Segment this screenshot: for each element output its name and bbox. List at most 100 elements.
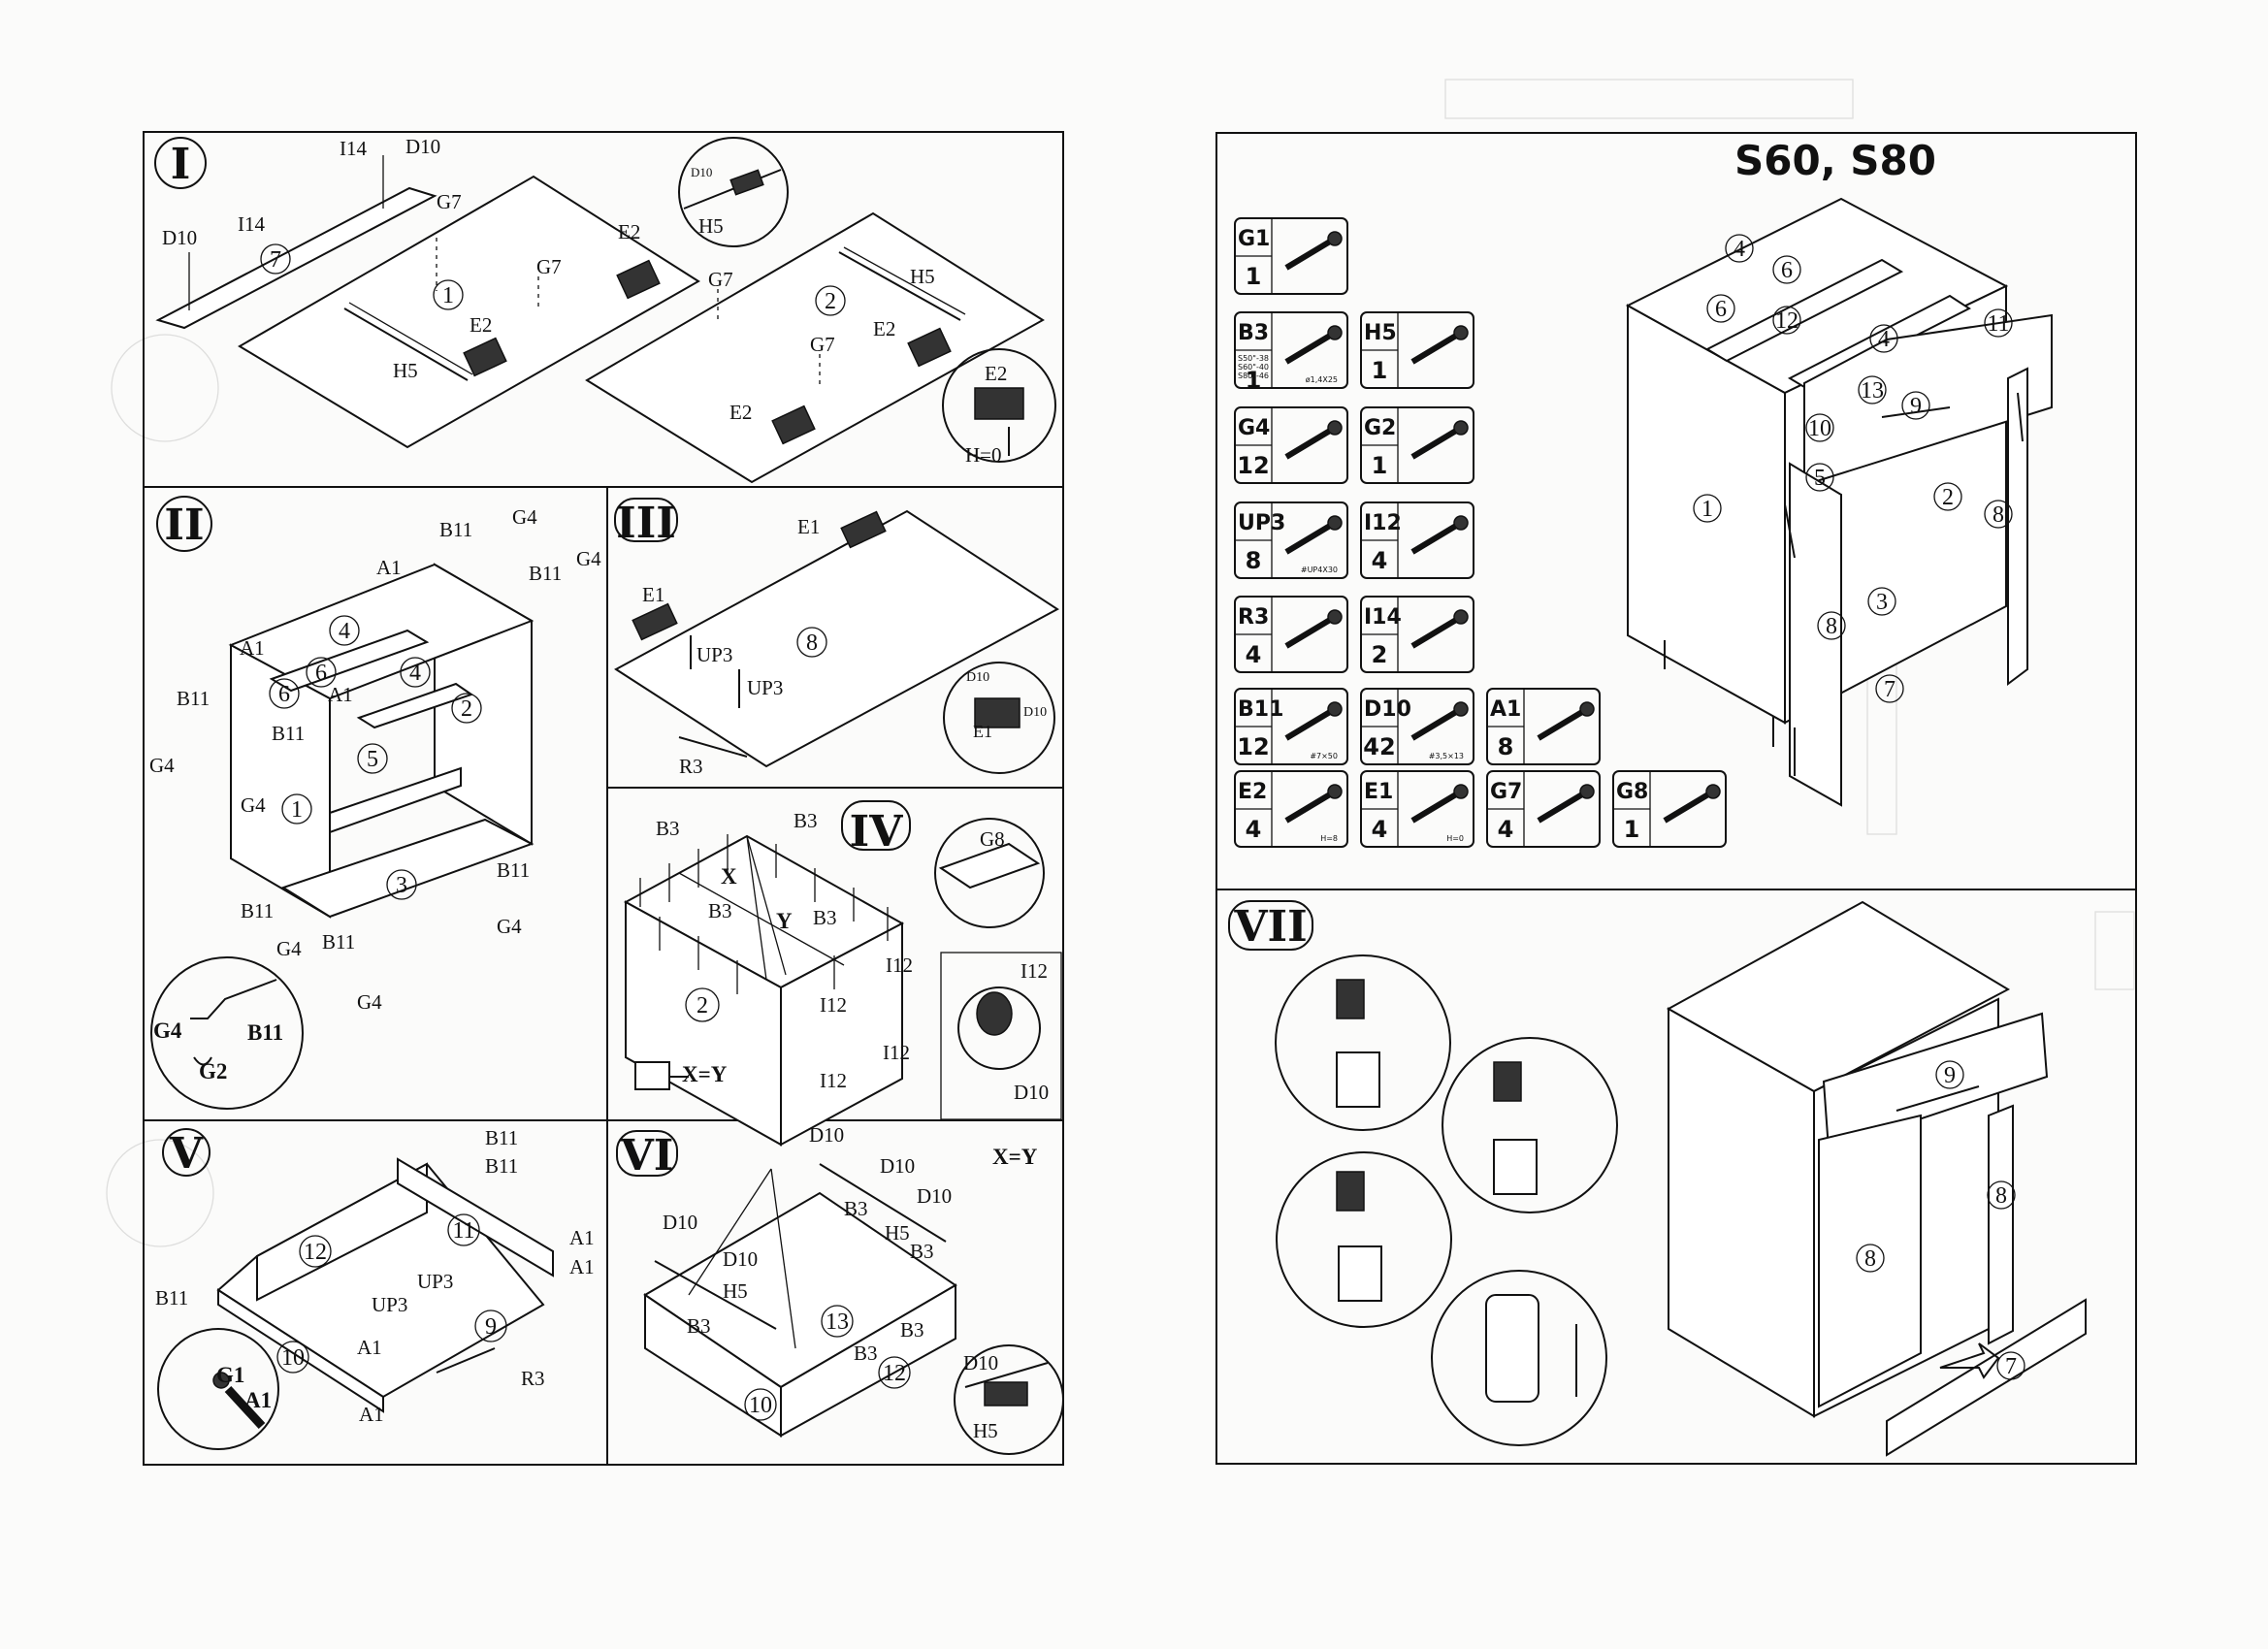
label: G4: [576, 547, 601, 570]
part-number: 13: [1861, 378, 1884, 404]
part-code: UP3: [1238, 511, 1285, 535]
label: D10: [1014, 1081, 1049, 1104]
label: G4: [357, 990, 382, 1014]
part-size: S80"-46: [1238, 372, 1269, 380]
part-code: G2: [1364, 416, 1396, 440]
panel-numeral: V: [169, 1129, 204, 1179]
door-left: [1818, 1114, 1922, 1408]
part-quantity: 12: [1237, 452, 1269, 479]
part-number: 8: [1995, 1183, 2007, 1209]
part-code: E1: [1364, 780, 1393, 804]
part-number: 2: [697, 993, 708, 1018]
label: UP3: [747, 676, 783, 699]
label: G7: [437, 190, 462, 213]
cap-icon: [1284, 420, 1343, 460]
rail: [343, 307, 469, 381]
label: B11: [485, 1126, 518, 1149]
label: I14: [340, 137, 367, 160]
detail-circle: [957, 986, 1041, 1070]
part-number: 10: [1808, 416, 1831, 441]
label: B11: [247, 1020, 283, 1045]
handle-icon: [678, 736, 748, 758]
detail-circle: [1276, 1151, 1452, 1328]
detail-circle: [942, 348, 1056, 463]
part-box-g1: G11: [1234, 217, 1348, 295]
label: B3: [844, 1197, 868, 1220]
part-number: 4: [1733, 237, 1745, 262]
part-number: 11: [452, 1218, 474, 1244]
part-number: 1: [442, 283, 454, 308]
part-note: #7×50: [1310, 752, 1338, 760]
part-number: 10: [281, 1345, 305, 1371]
panel-numeral: VI: [620, 1131, 674, 1180]
panel-vii: VII 9 8 8 7: [1228, 900, 2087, 1457]
part-note: #UP4X30: [1301, 566, 1338, 574]
handle-icon: [1895, 1085, 1980, 1112]
part-number: 2: [825, 289, 836, 314]
part-number: 9: [1910, 394, 1922, 419]
label: E2: [729, 401, 752, 424]
label: G4: [153, 1018, 182, 1043]
label: E1: [642, 583, 664, 606]
label: H5: [698, 214, 724, 238]
part-quantity: 1: [1372, 357, 1388, 384]
label: X: [721, 864, 737, 889]
part-number: 11: [1987, 311, 2009, 337]
hinge-icon: [463, 337, 507, 377]
part-number: 6: [1715, 297, 1727, 322]
label: G4: [149, 754, 175, 777]
part-number: 12: [1775, 308, 1798, 334]
label: I12: [886, 954, 913, 977]
part-number: 2: [1942, 485, 1954, 510]
allen-key-icon: [1410, 420, 1469, 460]
label: H5: [393, 359, 418, 382]
bottom-panel-3: [280, 818, 535, 919]
left-page-frame: [143, 131, 1064, 1466]
part-size: S60"-40: [1238, 363, 1269, 372]
part-number: 8: [806, 630, 818, 656]
drawer: [1822, 1012, 2049, 1151]
label: E2: [985, 362, 1007, 385]
part-note: ø1,4X25: [1306, 375, 1338, 384]
leg-icon: [976, 991, 1013, 1036]
part-number: 9: [485, 1314, 497, 1340]
label: H5: [723, 1279, 748, 1303]
part-code: G4: [1238, 416, 1270, 440]
label: D10: [966, 670, 989, 685]
leg-icon: [1485, 1294, 1539, 1403]
part-note: H=0: [1446, 834, 1464, 843]
label: UP3: [417, 1270, 453, 1293]
label: B3: [910, 1240, 934, 1263]
label: D10: [917, 1184, 952, 1208]
part-number: 8: [1993, 502, 2004, 528]
part-number: 12: [304, 1240, 327, 1265]
panel-iii: III E1 E1 UP3 UP3 R3 D10 D10 E1 8: [614, 498, 1059, 778]
part-code: H5: [1364, 321, 1397, 345]
label: G4: [512, 505, 537, 529]
label: D10: [691, 165, 712, 179]
shelf-5: [329, 766, 462, 834]
label: B3: [854, 1342, 878, 1365]
part-size: S50"-38: [1238, 354, 1269, 363]
label: A1: [376, 556, 402, 579]
label: R3: [521, 1367, 545, 1390]
confirmat-screw-icon: [1284, 701, 1343, 741]
door-right: [2007, 367, 2028, 686]
label: E2: [873, 317, 895, 340]
dowel-icon: [1537, 701, 1595, 741]
part-box-h5: H5 1: [1360, 311, 1474, 389]
label: G1: [216, 1363, 244, 1387]
part-quantity: 2: [1372, 641, 1388, 668]
exploded-cabinet-diagram: 4 6 6 12 4 11 13 9 10 5 1 2 8 3 8 7: [1625, 197, 2053, 807]
label: B11: [485, 1154, 518, 1178]
label: B11: [322, 930, 355, 954]
step-marker-vi: [616, 1130, 678, 1177]
label: B3: [708, 899, 732, 922]
bracket-icon: [1663, 784, 1721, 824]
part-number: 3: [396, 873, 407, 898]
plinth-7: [1886, 1298, 2087, 1457]
label: H=0: [965, 443, 1002, 467]
cabinet-top: [1666, 900, 2011, 1093]
